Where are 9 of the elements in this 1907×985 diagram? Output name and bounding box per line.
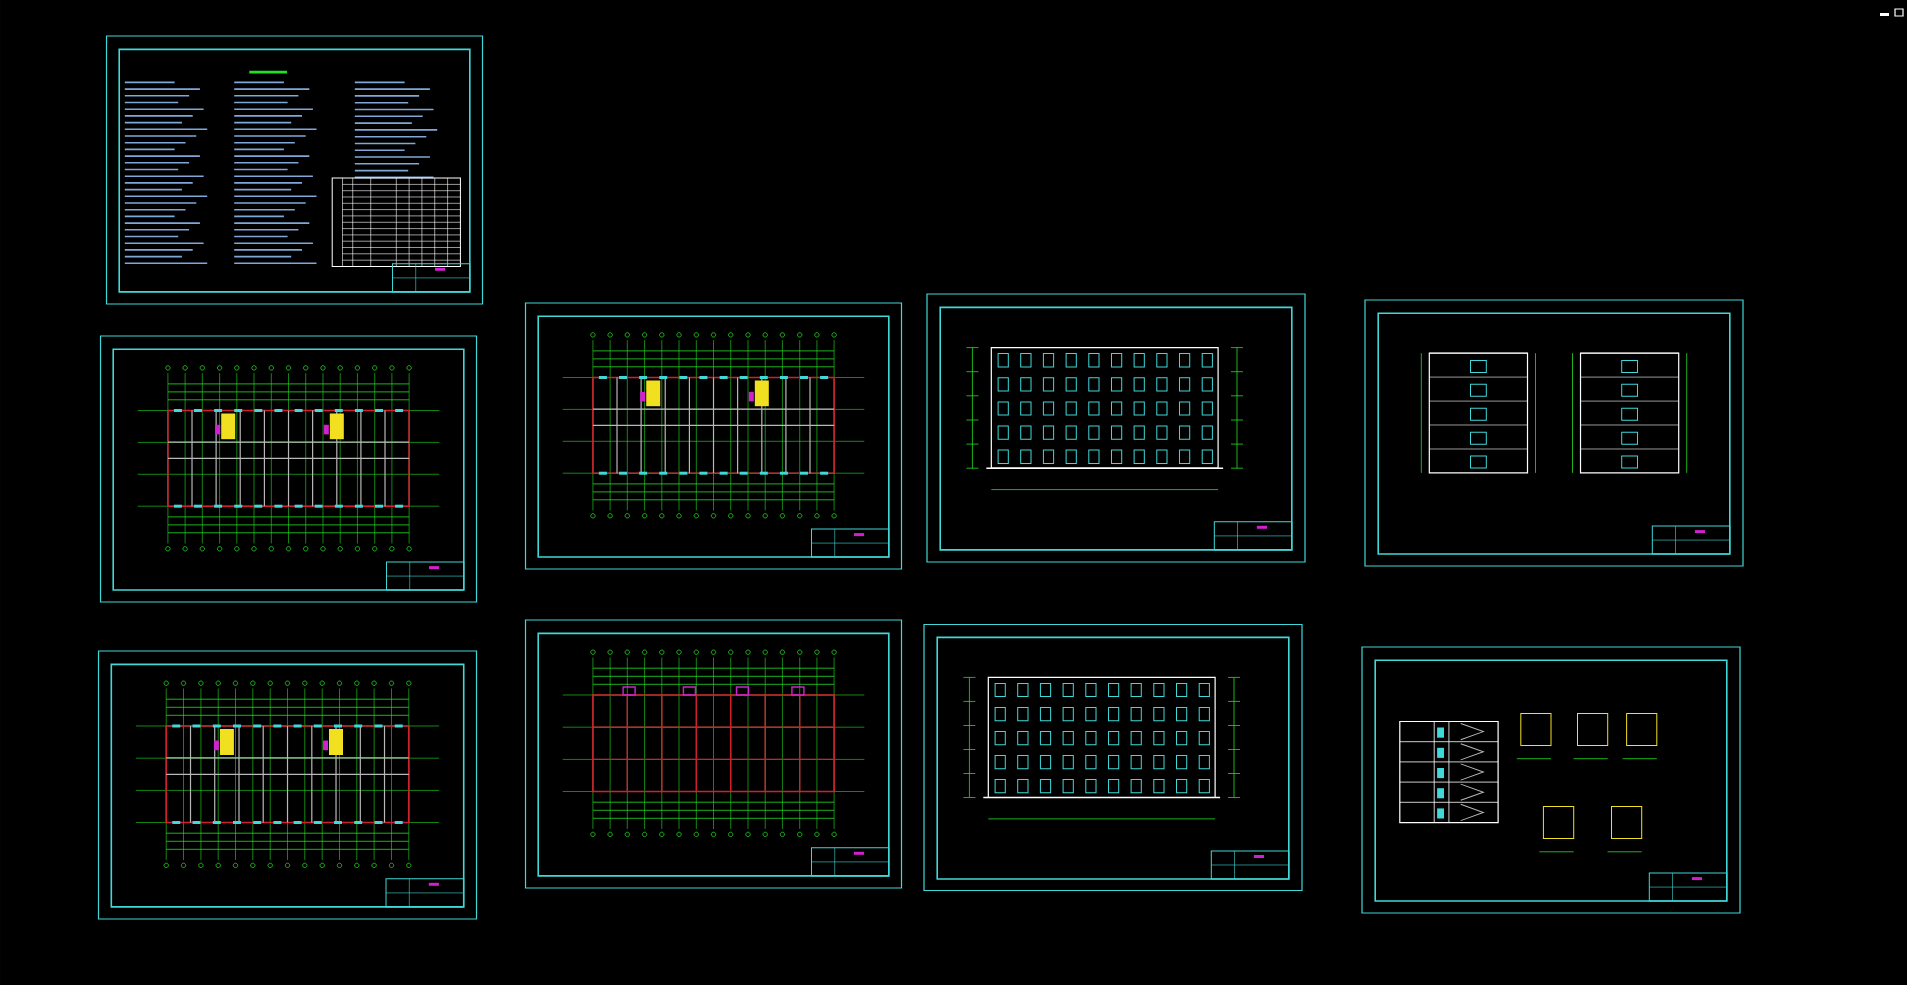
drawing-sheet — [99, 335, 478, 603]
drawing-sheet — [1361, 646, 1741, 914]
drawing-sheet — [105, 35, 484, 305]
drawing-sheet — [1364, 299, 1744, 567]
drawing-sheet — [524, 302, 903, 570]
drawing-sheet — [97, 650, 478, 920]
drawing-sheet — [524, 619, 903, 889]
drawing-sheet — [926, 293, 1306, 563]
drawing-sheet — [923, 623, 1303, 892]
